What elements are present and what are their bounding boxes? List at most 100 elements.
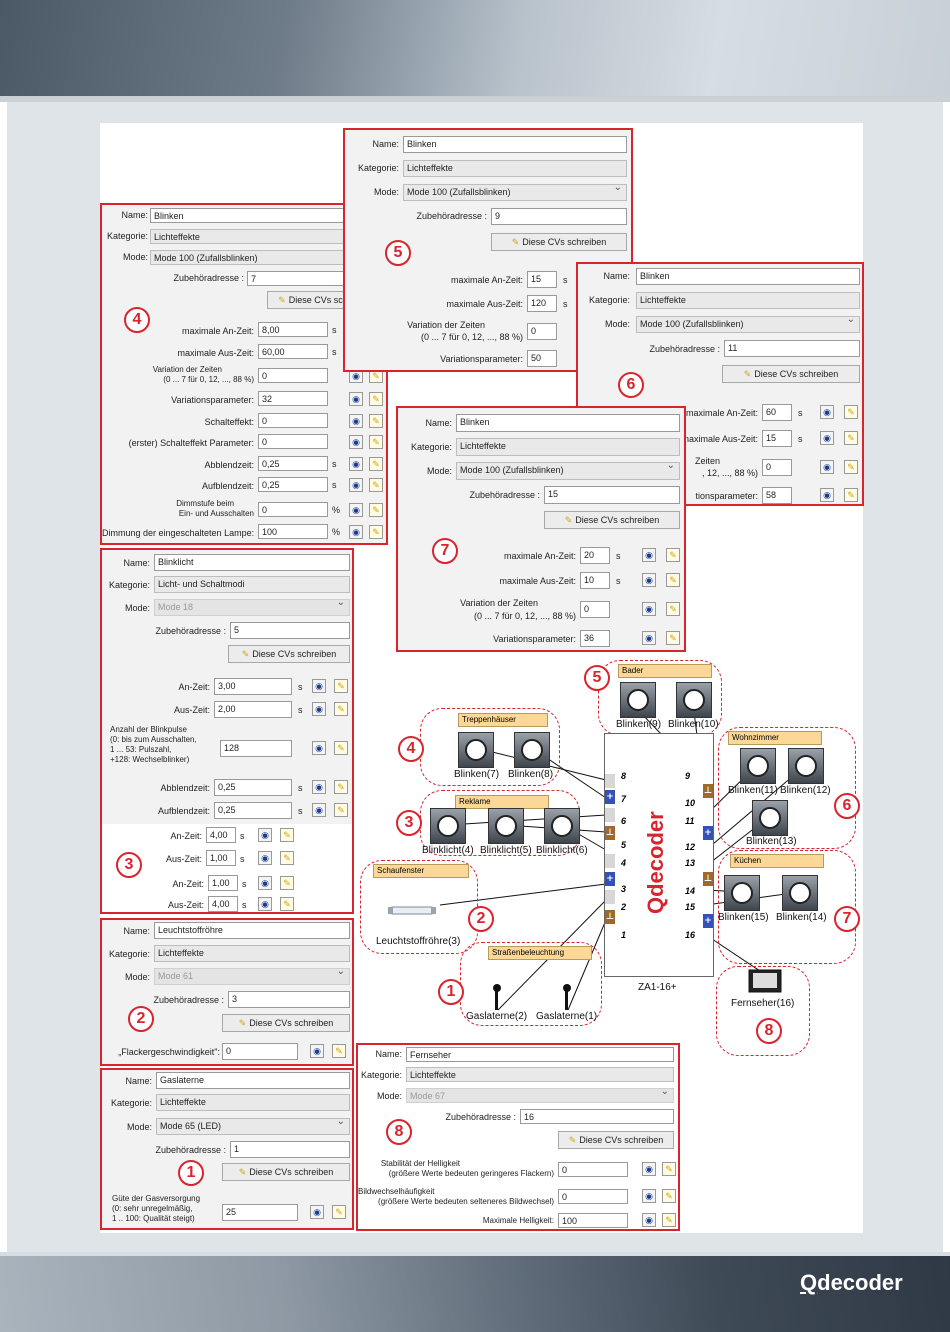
write-pencil-icon[interactable]: ✎ bbox=[332, 1044, 346, 1058]
read-eye-icon[interactable]: ◉ bbox=[642, 1213, 656, 1227]
extra-aus-1-input[interactable]: 1,00 bbox=[206, 850, 236, 866]
name-input[interactable]: Leuchtstoffröhre bbox=[154, 922, 350, 939]
decoder-board[interactable]: Qdecoder + ⊥ + ⊥ ⊥ + ⊥ + 8 7 6 5 4 3 2 1… bbox=[604, 733, 714, 977]
read-eye-icon[interactable]: ◉ bbox=[312, 702, 326, 716]
extra-aus-2-input[interactable]: 4,00 bbox=[208, 896, 238, 912]
write-pencil-icon[interactable]: ✎ bbox=[662, 1213, 676, 1227]
read-eye-icon[interactable]: ◉ bbox=[310, 1205, 324, 1219]
write-pencil-icon[interactable]: ✎ bbox=[369, 392, 383, 406]
write-pencil-icon[interactable]: ✎ bbox=[666, 573, 680, 587]
read-eye-icon[interactable]: ◉ bbox=[312, 803, 326, 817]
write-cvs-button[interactable]: ✎Diese CVs schreiben bbox=[544, 511, 680, 529]
kategorie-field[interactable]: Lichteffekte bbox=[156, 1094, 350, 1111]
write-cvs-button[interactable]: ✎Diese CVs schreiben bbox=[222, 1163, 350, 1181]
lamp-blinken-11[interactable] bbox=[740, 748, 776, 784]
read-eye-icon[interactable]: ◉ bbox=[642, 1189, 656, 1203]
variation-input[interactable]: 0 bbox=[762, 459, 792, 476]
adresse-input[interactable]: 9 bbox=[491, 208, 627, 225]
write-pencil-icon[interactable]: ✎ bbox=[844, 488, 858, 502]
write-pencil-icon[interactable]: ✎ bbox=[662, 1162, 676, 1176]
abblendzeit-input[interactable]: 0,25 bbox=[214, 779, 292, 796]
aufblendzeit-input[interactable]: 0,25 bbox=[214, 802, 292, 819]
read-eye-icon[interactable]: ◉ bbox=[258, 828, 272, 842]
an-zeit-input[interactable]: 3,00 bbox=[214, 678, 292, 695]
write-pencil-icon[interactable]: ✎ bbox=[666, 548, 680, 562]
kategorie-field[interactable]: Lichteffekte bbox=[456, 438, 680, 456]
read-eye-icon[interactable]: ◉ bbox=[642, 548, 656, 562]
write-pencil-icon[interactable]: ✎ bbox=[369, 503, 383, 517]
write-cvs-button[interactable]: ✎Diese CVs schreiben bbox=[228, 645, 350, 663]
max-aus-input[interactable]: 60,00 bbox=[258, 344, 328, 359]
mode-select[interactable]: Mode 61 bbox=[154, 968, 350, 985]
read-eye-icon[interactable]: ◉ bbox=[349, 414, 363, 428]
variationsparameter-input[interactable]: 50 bbox=[527, 350, 557, 367]
max-aus-input[interactable]: 10 bbox=[580, 572, 610, 589]
mode-select[interactable]: Mode 100 (Zufallsblinken) bbox=[403, 184, 627, 201]
lamp-blinken-8[interactable] bbox=[514, 732, 550, 768]
aufblendzeit-input[interactable]: 0,25 bbox=[258, 477, 328, 492]
variationsparameter-input[interactable]: 32 bbox=[258, 391, 328, 406]
read-eye-icon[interactable]: ◉ bbox=[258, 851, 272, 865]
write-pencil-icon[interactable]: ✎ bbox=[369, 457, 383, 471]
lamp-blinken-15[interactable] bbox=[724, 875, 760, 911]
write-pencil-icon[interactable]: ✎ bbox=[334, 803, 348, 817]
write-pencil-icon[interactable]: ✎ bbox=[280, 897, 294, 911]
write-pencil-icon[interactable]: ✎ bbox=[662, 1189, 676, 1203]
name-input[interactable]: Blinken bbox=[456, 414, 680, 432]
read-eye-icon[interactable]: ◉ bbox=[349, 503, 363, 517]
write-pencil-icon[interactable]: ✎ bbox=[334, 780, 348, 794]
name-input[interactable]: Fernseher bbox=[406, 1047, 674, 1062]
lamp-blinken-14[interactable] bbox=[782, 875, 818, 911]
kategorie-field[interactable]: Lichteffekte bbox=[403, 160, 627, 177]
variation-input[interactable]: 0 bbox=[258, 368, 328, 383]
write-pencil-icon[interactable]: ✎ bbox=[334, 702, 348, 716]
aus-zeit-input[interactable]: 2,00 bbox=[214, 701, 292, 718]
write-cvs-button[interactable]: ✎Diese CVs schreiben bbox=[558, 1131, 674, 1149]
adresse-input[interactable]: 1 bbox=[230, 1141, 350, 1158]
write-pencil-icon[interactable]: ✎ bbox=[666, 602, 680, 616]
read-eye-icon[interactable]: ◉ bbox=[642, 602, 656, 616]
lamp-blinken-9[interactable] bbox=[620, 682, 656, 718]
schalteffekt-param-input[interactable]: 0 bbox=[258, 434, 328, 449]
read-eye-icon[interactable]: ◉ bbox=[258, 897, 272, 911]
write-pencil-icon[interactable]: ✎ bbox=[369, 435, 383, 449]
read-eye-icon[interactable]: ◉ bbox=[258, 876, 272, 890]
variationsparameter-input[interactable]: 58 bbox=[762, 487, 792, 504]
extra-an-2-input[interactable]: 1,00 bbox=[208, 875, 238, 891]
read-eye-icon[interactable]: ◉ bbox=[820, 405, 834, 419]
read-eye-icon[interactable]: ◉ bbox=[349, 392, 363, 406]
read-eye-icon[interactable]: ◉ bbox=[642, 631, 656, 645]
write-pencil-icon[interactable]: ✎ bbox=[369, 525, 383, 539]
extra-an-1-input[interactable]: 4,00 bbox=[206, 827, 236, 843]
read-eye-icon[interactable]: ◉ bbox=[820, 431, 834, 445]
write-pencil-icon[interactable]: ✎ bbox=[334, 741, 348, 755]
max-an-input[interactable]: 60 bbox=[762, 404, 792, 421]
adresse-input[interactable]: 5 bbox=[230, 622, 350, 639]
read-eye-icon[interactable]: ◉ bbox=[349, 525, 363, 539]
read-eye-icon[interactable]: ◉ bbox=[349, 457, 363, 471]
adresse-input[interactable]: 11 bbox=[724, 340, 860, 357]
max-an-input[interactable]: 15 bbox=[527, 271, 557, 288]
lamp-blinken-12[interactable] bbox=[788, 748, 824, 784]
schalteffekt-input[interactable]: 0 bbox=[258, 413, 328, 428]
read-eye-icon[interactable]: ◉ bbox=[642, 1162, 656, 1176]
write-pencil-icon[interactable]: ✎ bbox=[844, 405, 858, 419]
write-pencil-icon[interactable]: ✎ bbox=[666, 631, 680, 645]
name-input[interactable]: Blinken bbox=[636, 268, 860, 285]
read-eye-icon[interactable]: ◉ bbox=[349, 369, 363, 383]
max-aus-input[interactable]: 15 bbox=[762, 430, 792, 447]
mode-select[interactable]: Mode 100 (Zufallsblinken) bbox=[636, 316, 860, 333]
write-pencil-icon[interactable]: ✎ bbox=[844, 460, 858, 474]
write-pencil-icon[interactable]: ✎ bbox=[844, 431, 858, 445]
write-cvs-button[interactable]: ✎Diese CVs schreiben bbox=[222, 1014, 350, 1032]
read-eye-icon[interactable]: ◉ bbox=[312, 780, 326, 794]
write-pencil-icon[interactable]: ✎ bbox=[280, 851, 294, 865]
lamp-blinken-13[interactable] bbox=[752, 800, 788, 836]
mode-select[interactable]: Mode 18 bbox=[154, 599, 350, 616]
variation-input[interactable]: 0 bbox=[580, 601, 610, 618]
variationsparameter-input[interactable]: 36 bbox=[580, 630, 610, 647]
write-cvs-button[interactable]: ✎Diese CVs schreiben bbox=[722, 365, 860, 383]
read-eye-icon[interactable]: ◉ bbox=[820, 460, 834, 474]
read-eye-icon[interactable]: ◉ bbox=[642, 573, 656, 587]
adresse-input[interactable]: 15 bbox=[544, 486, 680, 504]
